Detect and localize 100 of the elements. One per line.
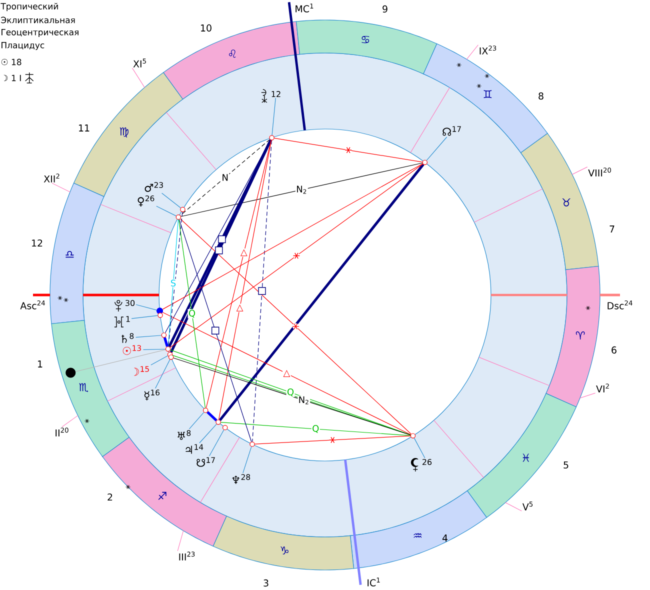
leader-line [150,355,168,366]
cusp-tick [132,68,145,88]
aspect-line [180,218,412,434]
aspect-line [162,163,423,310]
info-text: ☉ 18 [1,58,22,66]
leader-line [136,335,162,338]
aspect-line [163,337,169,347]
cusp-label: MC$^{1}$ [296,4,314,12]
cusp-tick [600,294,620,296]
aspect-line [180,162,423,217]
point-marker [158,312,163,318]
leader-line [156,206,176,216]
aspect-line [162,312,411,435]
dot-marker [66,368,76,378]
cusp-tick [33,294,50,296]
leader-line [162,192,181,208]
point-marker [422,160,428,166]
aspect-line [252,140,272,442]
edge-label: △ [282,369,291,378]
house-number: 5 [564,461,568,469]
zodiac-sector: ♎ [50,182,104,324]
planet-label: ♃$^{14}$ [186,444,204,454]
house-number: 11 [79,124,90,132]
leader-line [209,430,224,456]
aspect-line [206,411,218,422]
house-number: 1 [38,360,42,368]
aspect-line [274,138,423,162]
zodiac-sector: ♑ [212,516,354,570]
leader-line [155,359,170,389]
planet-label: ♆$^{28}$ [232,474,250,484]
cusp-label: Asc$^{24}$ [20,300,45,310]
point-marker [176,214,182,220]
cusp-label: V$^{5}$ [522,502,533,510]
planet-label: ♀$^{26}$ [138,195,154,207]
cusp-tick [177,530,184,552]
header-text: Эклиптикальная [1,16,75,24]
cusp-tick [466,44,478,60]
guide-line [75,349,166,372]
edge-label: S [170,278,177,288]
point-marker [161,332,167,338]
edge-label: Q [286,388,295,398]
leader-line [188,412,204,430]
planet-label: 1 [126,316,130,322]
leader-line [272,98,276,136]
zodiac-sector: ♋ [296,20,438,74]
point-marker [180,206,186,212]
header-text: Плацидус [2,42,44,50]
aspect-line [168,212,183,347]
point-marker [269,135,274,140]
header-text: Тропический [0,2,58,12]
info-text: ☽ 1 I [4,74,21,82]
planet-label: ☊$^{17}$ [442,126,461,136]
house-number: 10 [201,24,212,32]
point-marker [222,424,228,430]
edge-label: N [221,173,230,182]
edge-label: △ [240,248,248,257]
planet-label: ♂$^{23}$ [144,182,163,192]
leader-line [142,348,166,350]
edge-label: Q [188,309,196,318]
aspect-line [178,219,252,442]
edge-label: N$_{2}$ [298,396,310,405]
aspect-line [170,164,424,348]
house-number: 2 [108,493,112,501]
house-number: 6 [612,346,616,354]
house-number: 7 [610,226,614,232]
point-marker [202,408,208,413]
planet-label: ☿$^{16}$ [144,390,160,400]
cusp-label: Dsc$^{24}$ [608,300,632,310]
aspect-line [206,140,272,408]
cusp-tick [62,415,78,428]
leader-line [242,446,252,474]
cusp-label: XI$^{5}$ [133,58,146,68]
point-marker [410,433,416,438]
leader-line [131,315,158,319]
point-marker [165,346,171,352]
cusp-tick [572,166,588,175]
planet-label: 12 [272,91,280,97]
edge-label: Q [311,424,320,434]
cusp-tick [52,182,70,192]
aspect-line [178,219,206,408]
header-text: Геоцентрическая [2,29,78,37]
point-marker [216,420,221,425]
leader-line [426,136,448,161]
cusp-label: III$^{23}$ [179,552,195,560]
aspect-line [168,219,179,347]
point-marker [250,442,255,447]
planet-label: ☽$^{15}$ [134,366,149,376]
house-number: 4 [442,534,448,542]
planet-label: ☋$^{17}$ [196,457,215,467]
leader-line [136,304,157,310]
planet-label: 30 [126,300,135,306]
cusp-tick [580,392,596,398]
cusp-label: IC$^{1}$ [368,578,380,586]
leader-line [414,438,426,458]
aspect-line [254,436,411,444]
edge-label: △ [236,304,244,312]
cusp-label: IX$^{23}$ [480,46,496,54]
cusp-label: XII$^{2}$ [44,174,60,182]
edge-label: N$_{2}$ [295,185,308,194]
cusp-label: II$^{20}$ [56,428,68,436]
